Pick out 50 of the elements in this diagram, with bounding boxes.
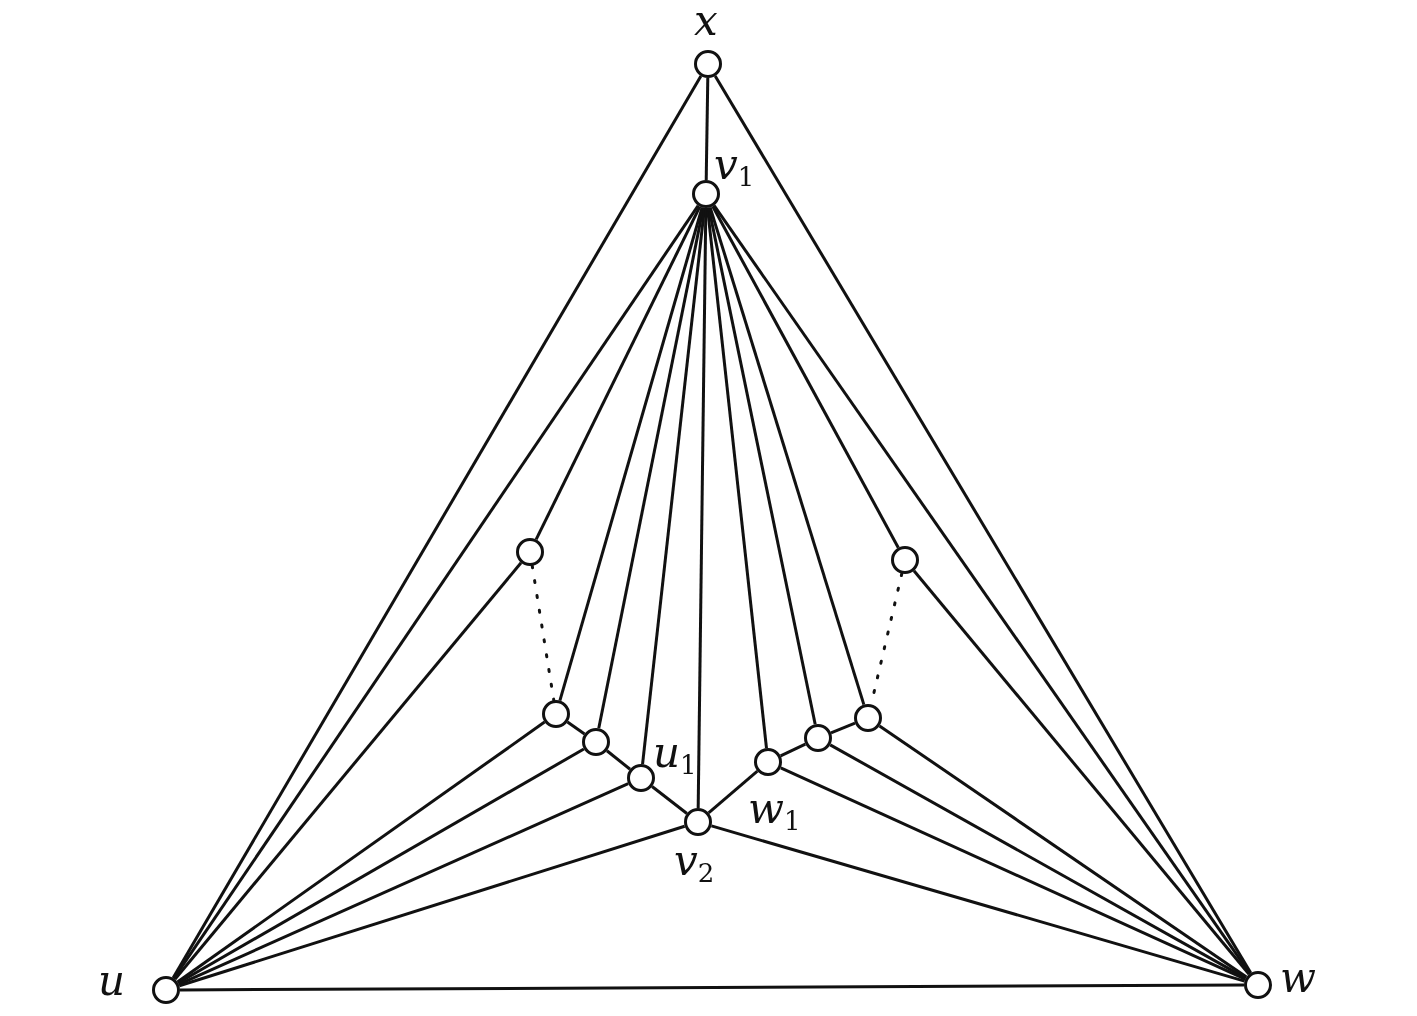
graph-edge [651,785,688,815]
graph-edge [708,206,866,706]
graph-edge [711,824,1245,983]
graph-edge [696,208,708,808]
graph-edge [711,205,900,549]
graph-edge [780,766,1246,981]
graph-vertex [854,704,882,732]
graph-edge [171,75,703,979]
graph-vertex [694,50,722,78]
vertex-label: u [98,960,126,1002]
graph-edge [558,207,704,701]
graph-vertex [684,808,712,836]
graph-edge [597,207,705,729]
graph-edge [704,77,710,181]
graph-edge [177,747,585,985]
graph-vertex [754,748,782,776]
vertex-label: w [1280,957,1316,999]
graph-edge [829,743,1247,980]
graph-edge [173,561,523,981]
graph-edge [180,983,1244,992]
graph-edge [912,569,1251,976]
graph-vertex [516,538,544,566]
graph-vertex [582,728,610,756]
graph-edge [178,782,629,986]
graph-edge [779,742,807,758]
graph-edge [178,824,686,988]
graph-vertex [804,724,832,752]
graph-edge [534,205,702,541]
graph-vertex [1244,971,1272,999]
graph-edge [606,749,631,771]
graph-edge [172,204,700,980]
graph-edge [878,724,1248,979]
graph-edge [707,769,759,815]
graph-edge [176,720,546,984]
vertex-label: w$_{1}$ [748,788,801,834]
vertex-label: x [694,0,718,42]
graph-vertex [152,976,180,1004]
vertex-label: u$_{1}$ [653,732,697,778]
vertex-label: v$_{2}$ [674,840,715,886]
graph-edge [641,207,706,765]
dotted-edge [530,564,556,702]
graph-edge [706,207,768,749]
graph-vertex [692,180,720,208]
vertex-label: v$_{1}$ [714,144,755,190]
graph-edge [830,721,856,735]
graph-edge [707,207,817,725]
graph-vertex [542,700,570,728]
graph-vertex [891,546,919,574]
graph-vertex [627,764,655,792]
graph-edge [566,720,586,736]
